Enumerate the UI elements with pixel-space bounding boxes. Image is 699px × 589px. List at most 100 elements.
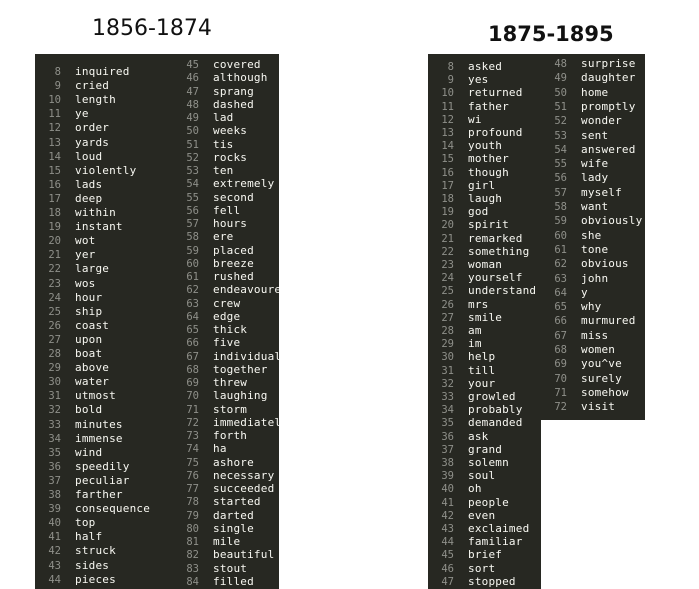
line-number: 31 <box>441 364 454 377</box>
word-text: girl <box>468 178 496 192</box>
word-text: obvious <box>581 257 629 271</box>
line-number: 70 <box>186 390 199 403</box>
line-number: 22 <box>48 263 61 276</box>
line-number: 26 <box>441 298 454 311</box>
line-number: 57 <box>186 218 199 230</box>
word-text: beautiful <box>213 548 275 562</box>
word-text: promptly <box>581 99 636 113</box>
line-number: 40 <box>48 517 61 530</box>
word-text: yards <box>75 135 110 149</box>
word-text: remarked <box>468 231 523 245</box>
word-text: stopped <box>468 574 516 588</box>
line-number: 32 <box>441 377 454 390</box>
line-number: 43 <box>48 559 61 572</box>
line-number: 69 <box>186 377 199 389</box>
line-number: 75 <box>186 456 199 469</box>
line-number: 17 <box>48 192 61 205</box>
line-number: 32 <box>48 404 61 417</box>
word-text: why <box>581 300 602 314</box>
list-item: 62endeavoured <box>173 281 279 297</box>
word-text: rushed <box>213 270 254 283</box>
word-text: ye <box>75 107 89 121</box>
line-number: 39 <box>48 503 61 516</box>
word-text: deep <box>75 191 103 205</box>
word-text: surprise <box>581 57 636 70</box>
list-item: 27 upon <box>35 331 103 346</box>
word-text: you^ve <box>581 357 622 371</box>
word-text: tis <box>213 137 234 151</box>
line-number: 28 <box>48 348 61 360</box>
word-text: demanded <box>468 416 523 430</box>
word-text: grand <box>468 442 503 456</box>
word-text: brief <box>468 548 503 562</box>
line-number: 62 <box>186 284 199 297</box>
line-number: 42 <box>441 509 454 522</box>
word-text: surely <box>581 371 622 385</box>
line-number: 27 <box>48 333 61 346</box>
word-text: ship <box>75 304 103 318</box>
line-number: 11 <box>48 108 61 121</box>
line-number: 76 <box>186 469 199 482</box>
line-number: 51 <box>186 138 199 151</box>
line-number: 36 <box>441 430 454 443</box>
line-number: 45 <box>441 549 454 562</box>
word-text: familiar <box>468 535 523 549</box>
word-text: five <box>213 336 241 350</box>
line-number: 20 <box>48 235 61 248</box>
line-number: 16 <box>441 166 454 179</box>
list-item: 45 brief <box>428 546 503 562</box>
word-text: threw <box>213 376 248 389</box>
word-text: miss <box>581 328 609 342</box>
line-number: 78 <box>186 496 199 509</box>
word-text: laugh <box>468 192 503 205</box>
word-text: returned <box>468 86 523 100</box>
word-text: single <box>213 521 254 535</box>
line-number: 41 <box>48 531 61 544</box>
line-number: 46 <box>441 562 454 575</box>
line-number: 61 <box>554 243 567 256</box>
word-text: soul <box>468 469 496 483</box>
line-number: 60 <box>186 257 199 270</box>
line-number: 68 <box>186 363 199 376</box>
word-text: upon <box>75 332 103 346</box>
word-text: filled <box>213 574 254 588</box>
line-number: 18 <box>48 207 61 219</box>
